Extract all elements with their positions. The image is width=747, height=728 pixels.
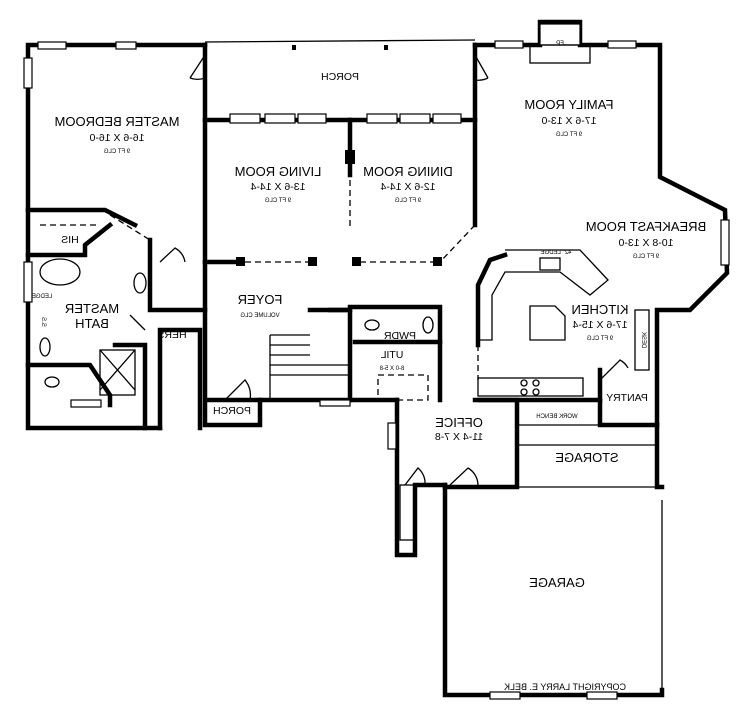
storage-label: STORAGE	[555, 450, 619, 465]
openings	[40, 180, 479, 380]
porch-front-label: PORCH	[213, 405, 251, 417]
office-label: OFFICE	[435, 415, 483, 430]
pwdr-label: PWDR	[384, 330, 416, 342]
breakfast-room-ceiling: 9 FT CLG	[633, 254, 660, 260]
master-bedroom-ceiling: 9 FT CLG	[104, 149, 131, 155]
breakfast-room-label: BREAKFAST ROOM	[586, 219, 706, 234]
porch-top-label: PORCH	[321, 71, 359, 83]
island-icon	[529, 305, 566, 341]
living-room-ceiling: 9 FT CLG	[265, 198, 292, 204]
columns	[236, 45, 442, 266]
work-bench-label: WORK BENCH	[536, 414, 577, 420]
copyright-text: COPYRIGHT LARRY E. BELK	[504, 682, 626, 692]
bath-ledge-label: LEDGE	[32, 294, 52, 300]
desk-label: DESK	[640, 332, 646, 348]
kitchen-label: KITCHEN	[571, 302, 628, 317]
room-labels: PORCH MASTER BEDROOM 16-6 X 16-0 9 FT CL…	[55, 71, 707, 590]
toilet-icon	[44, 376, 60, 388]
foyer-ceiling: VOLUME CLG	[240, 313, 280, 319]
cooktop-icon	[520, 379, 528, 387]
family-room-ceiling: 9 FT CLG	[556, 132, 583, 138]
util-size: 8-0 X 5-8	[379, 366, 404, 372]
sink-icon	[133, 272, 147, 294]
bathtub-icon	[39, 258, 81, 286]
util-label: UTIL	[380, 349, 403, 361]
dining-room-label: DINING ROOM	[363, 164, 453, 179]
breakfast-room-size: 10-8 X 13-0	[618, 237, 673, 249]
kitchen-size: 17-6 X 15-4	[572, 319, 627, 331]
family-room-size: 17-6 X 13-0	[541, 115, 596, 127]
dining-room-ceiling: 9 FT CLG	[395, 198, 422, 204]
master-bath-label-1: MASTER	[65, 301, 119, 316]
fireplace-label: FP	[556, 41, 564, 47]
office-size: 11-4 X 7-8	[435, 431, 483, 443]
living-room-label: LIVING ROOM	[235, 164, 322, 179]
fixtures	[39, 44, 650, 541]
foyer-label: FOYER	[238, 292, 283, 307]
fixture-labels: FP 42" LEDGE LEDGE DESK WORK BENCH S.S C…	[32, 41, 646, 692]
master-bedroom-label: MASTER BEDROOM	[55, 114, 180, 129]
hers-closet-label: HERS	[157, 329, 186, 341]
master-bath-label-2: BATH	[75, 316, 109, 331]
shower-icon	[99, 349, 136, 391]
sink-icon	[422, 316, 434, 334]
sink-icon	[39, 337, 51, 357]
doors	[129, 54, 629, 486]
living-room-size: 13-6 X 14-4	[250, 181, 305, 193]
windows	[23, 23, 730, 700]
his-closet-label: HIS	[61, 234, 79, 246]
kitchen-ledge-label: 42" LEDGE	[541, 250, 572, 256]
shower-seat-label: S.S	[40, 317, 46, 327]
dining-room-size: 12-6 X 14-4	[380, 181, 435, 193]
toilet-icon	[364, 319, 380, 331]
master-bedroom-size: 16-6 X 16-0	[89, 132, 144, 144]
pantry-label: PANTRY	[606, 392, 648, 404]
family-room-label: FAMILY ROOM	[524, 97, 613, 112]
kitchen-ceiling: 9 FT CLG	[587, 336, 614, 342]
sink-icon	[539, 257, 561, 271]
garage-label: GARAGE	[529, 575, 585, 590]
